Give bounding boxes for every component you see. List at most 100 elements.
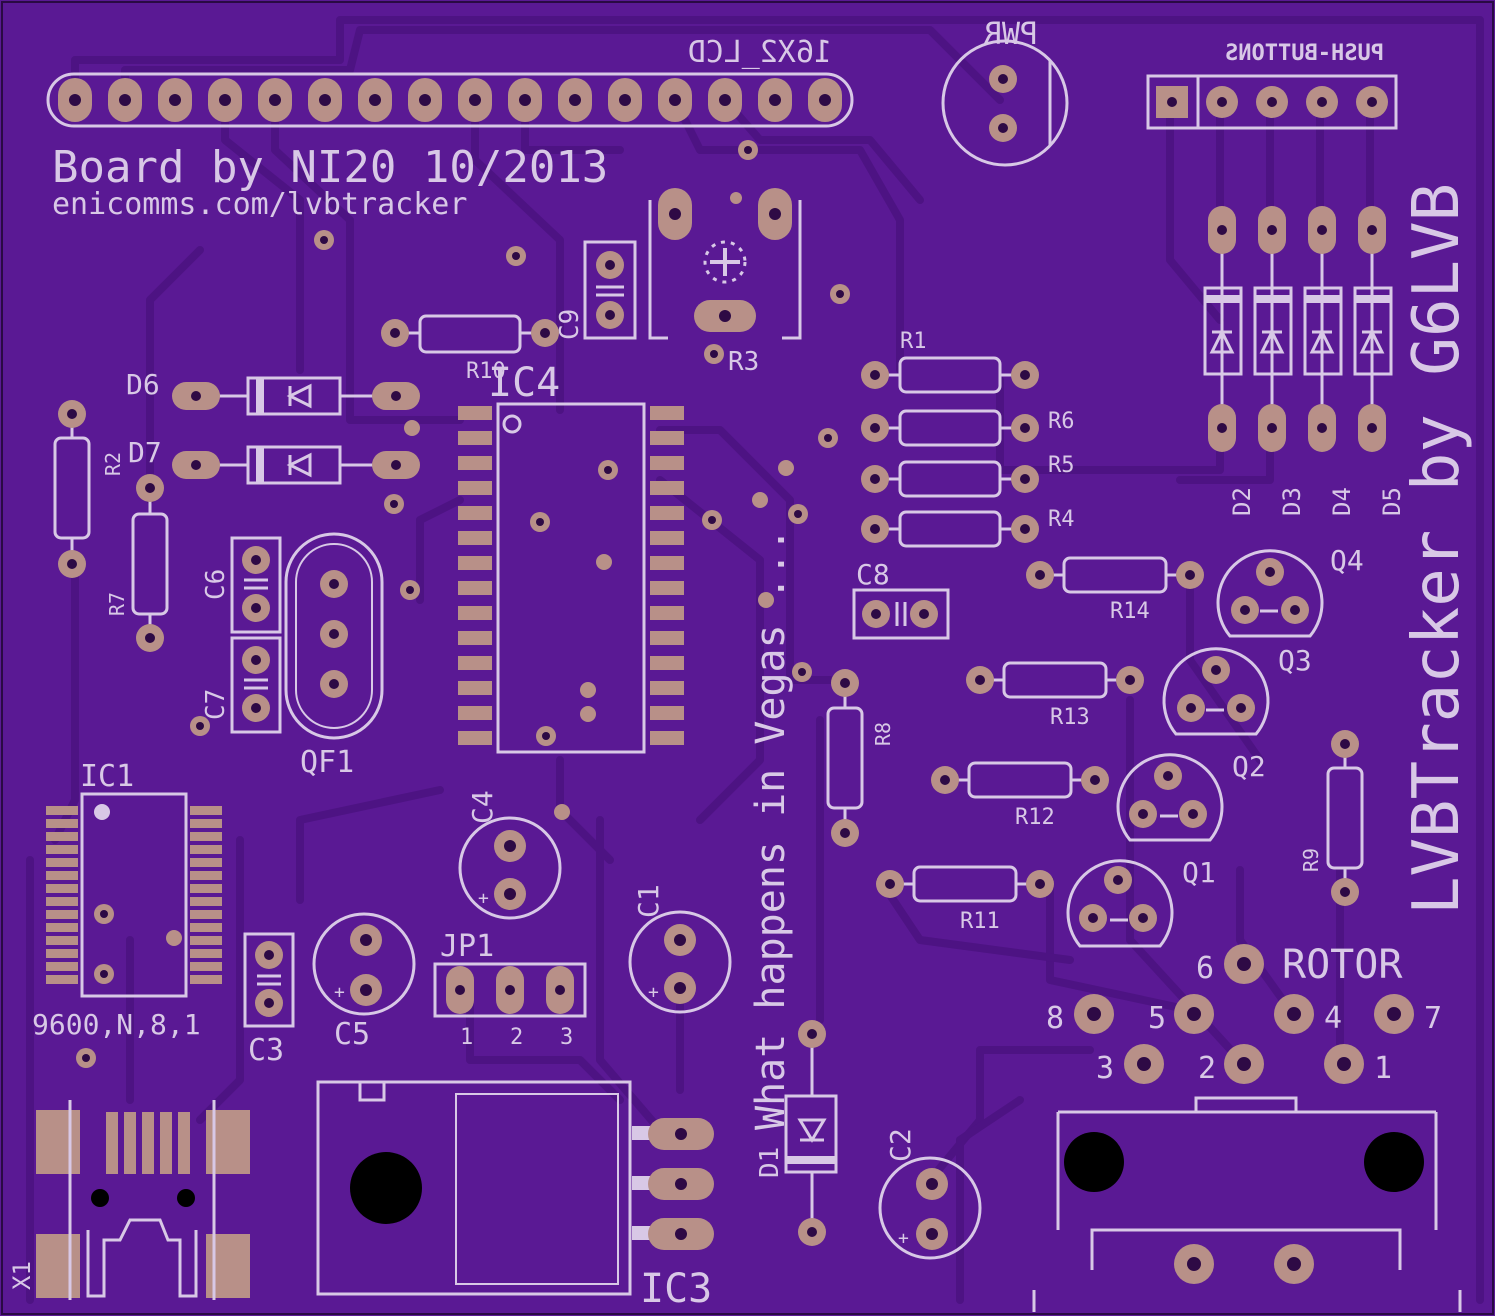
c2-capacitor [878,1156,982,1260]
q3-transistor [1162,647,1270,736]
rotor-pin-1: 1 [1374,1051,1392,1086]
d6-label: D6 [126,368,160,401]
c1-plus: + [648,982,659,1003]
c7-label: C7 [201,689,231,720]
c6-capacitor [230,536,282,634]
c3-capacitor [243,932,295,1028]
x1-label: X1 [8,1261,36,1290]
c4-plus: + [478,888,489,909]
ic3-regulator [316,1080,714,1296]
r10-label: R10 [466,359,506,384]
push-buttons-header [1146,74,1398,130]
d6-diode [172,376,420,416]
pwr-led [941,39,1069,167]
jp1-label: JP1 [440,929,494,964]
qf1-resonator [284,532,384,740]
diodes-d2-d5 [1203,250,1393,410]
c3-label: C3 [248,1033,284,1068]
q2-label: Q2 [1232,750,1266,783]
r3-label: R3 [728,347,759,377]
slogan-vertical: What happens in Vegas ... [748,528,794,1130]
rotor-pin-6: 6 [1196,951,1214,986]
r1-label: R1 [900,329,927,354]
qf1-label: QF1 [300,745,354,780]
q2-transistor [1116,753,1224,842]
c7-capacitor [230,636,282,734]
push-buttons-label: PUSH-BUTTONS [1225,41,1384,66]
c9-capacitor [583,240,637,340]
c1-capacitor [628,910,732,1014]
d3-label: D3 [1278,487,1306,516]
rotor-din-connector [1032,944,1462,1312]
c6-label: C6 [201,569,231,600]
r9-resistor [1326,730,1364,906]
d4-label: D4 [1328,487,1356,516]
r14-label: R14 [1110,599,1150,624]
d5-label: D5 [1378,487,1406,516]
r5-label: R5 [1048,453,1075,478]
r6-resistor [861,409,1039,447]
r4-label: R4 [1048,507,1075,532]
q1-label: Q1 [1182,856,1216,889]
jp1-pin-2: 2 [510,1025,523,1050]
rotor-pin-5: 5 [1148,1001,1166,1036]
r5-resistor [861,460,1039,498]
r6-label: R6 [1048,409,1075,434]
c5-plus: + [334,982,345,1003]
q3-label: Q3 [1278,644,1312,677]
d7-label: D7 [128,436,162,469]
c2-plus: + [898,1228,909,1249]
ic4-chip [458,402,684,754]
jp1-jumper [433,962,587,1018]
r12-resistor [931,761,1109,799]
r1-resistor [861,356,1039,394]
lcd-header [46,72,854,128]
rotor-pin-4: 4 [1324,1001,1342,1036]
r7-resistor [131,474,169,652]
ic4-label: IC4 [488,360,560,406]
c4-label: C4 [466,790,499,824]
r9-label: R9 [1299,848,1323,872]
c5-capacitor [312,912,416,1016]
c2-label: C2 [884,1128,917,1162]
r10-resistor [381,314,559,354]
d1-label: D1 [755,1147,785,1178]
r8-resistor [826,669,864,847]
r12-label: R12 [1015,805,1055,830]
jp1-pin-3: 3 [560,1025,573,1050]
d2-label: D2 [1228,487,1256,516]
r11-resistor [876,865,1054,903]
rotor-pin-3: 3 [1096,1051,1114,1086]
website-text: enicomms.com/lvbtracker [52,187,467,222]
c9-label: C9 [555,309,585,340]
c8-label: C8 [856,558,890,591]
credit-text: Board by NI20 10/2013 [52,142,608,193]
q4-transistor [1216,549,1324,638]
r14-resistor [1026,556,1204,594]
rotor-pin-2: 2 [1198,1051,1216,1086]
q1-transistor [1066,859,1174,948]
ic4-right-pads [650,406,684,745]
jp1-pin-1: 1 [460,1025,473,1050]
r13-label: R13 [1050,705,1090,730]
c1-label: C1 [632,884,665,918]
x1-usb-connector [36,1100,250,1300]
c5-label: C5 [334,1017,370,1052]
serial-config-text: 9600,N,8,1 [32,1008,201,1041]
pwr-label: PWR [983,17,1038,52]
rotor-pin-8: 8 [1046,1001,1064,1036]
r3-trimmer [648,200,802,340]
rotor-pin-7: 7 [1424,1001,1442,1036]
title-vertical: LVBTracker by G6LVB [1400,183,1474,915]
c8-capacitor [852,588,950,640]
r8-label: R8 [871,722,895,746]
r11-label: R11 [960,909,1000,934]
r13-resistor [966,661,1144,699]
d7-diode [172,445,420,485]
d1-diode [784,1020,838,1246]
q4-label: Q4 [1330,544,1364,577]
ic4-left-pads [458,406,492,745]
ic1-label: IC1 [80,759,134,794]
